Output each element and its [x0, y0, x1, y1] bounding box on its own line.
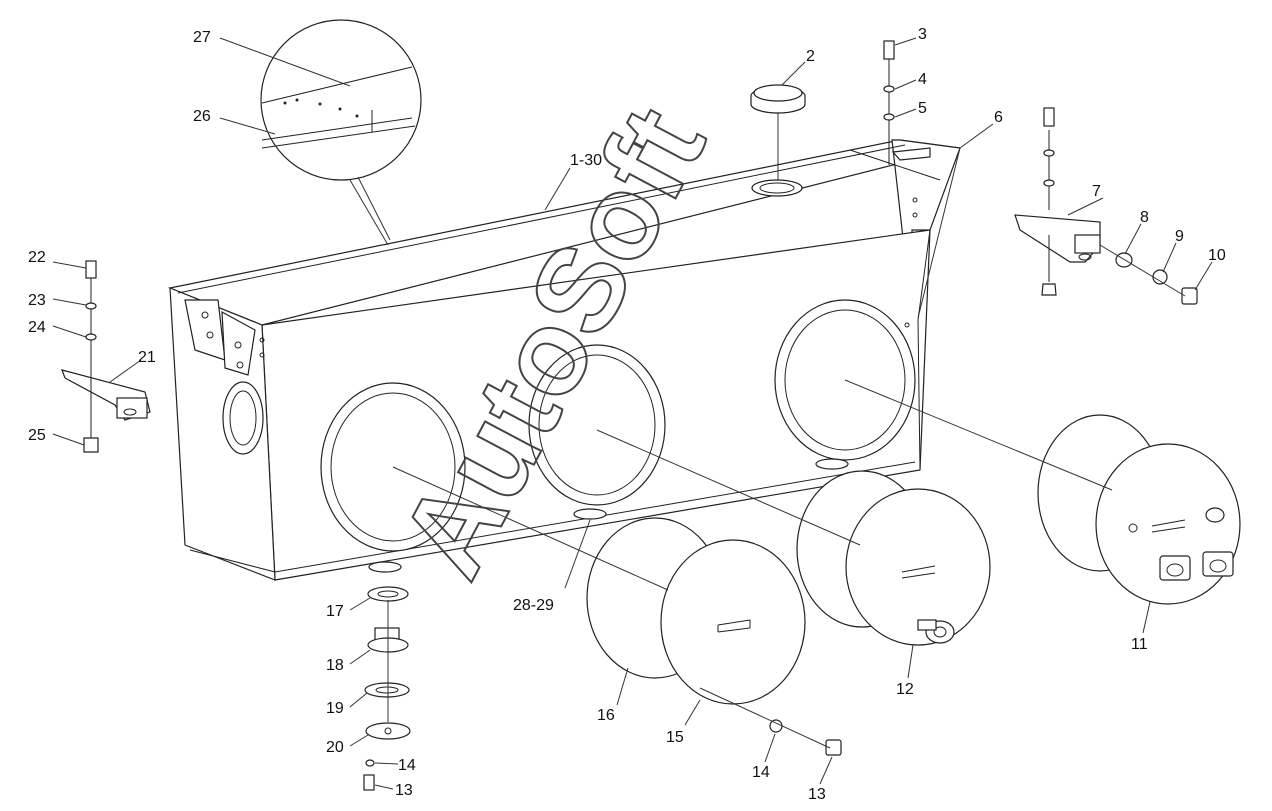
- leader-lines: [52, 37, 1213, 790]
- callout-4: 4: [918, 71, 927, 88]
- cover-left-assembly: [586, 517, 806, 705]
- callout-19: 19: [326, 700, 344, 717]
- callout-25: 25: [28, 427, 46, 444]
- callouts: 27 26 1-30 2 3 4 5 6 7 8 9 10 11 12 13 1…: [28, 26, 1226, 803]
- callout-8: 8: [1140, 209, 1149, 226]
- cover-center-assembly: [796, 470, 991, 646]
- callout-14a: 14: [398, 757, 416, 774]
- callout-15: 15: [666, 729, 684, 746]
- callout-12: 12: [896, 681, 914, 698]
- bracket-7: [1014, 107, 1198, 305]
- drain-plug-stack: [363, 586, 411, 791]
- cover-15: [660, 539, 806, 705]
- callout-26: 26: [193, 108, 211, 125]
- callout-20: 20: [326, 739, 344, 756]
- callout-23: 23: [28, 292, 46, 309]
- bracket-21: [61, 260, 151, 453]
- callout-16: 16: [597, 707, 615, 724]
- bolt-13-14: [769, 719, 842, 756]
- callout-3: 3: [918, 26, 927, 43]
- drain-boss-center: [573, 508, 607, 520]
- detail-magnifier: [260, 19, 422, 246]
- callout-13b: 13: [808, 786, 826, 803]
- callout-10: 10: [1208, 247, 1226, 264]
- cover-right-assembly: [1037, 414, 1241, 605]
- callout-1-30: 1-30: [570, 152, 602, 169]
- callout-6: 6: [994, 109, 1003, 126]
- callout-21: 21: [138, 349, 156, 366]
- drain-boss-right: [815, 458, 849, 470]
- drain-boss-left: [368, 561, 402, 573]
- callout-27: 27: [193, 29, 211, 46]
- filler-neck: [751, 179, 803, 197]
- callout-13a: 13: [395, 782, 413, 799]
- callout-24: 24: [28, 319, 46, 336]
- callout-7: 7: [1092, 183, 1101, 200]
- callout-28-29: 28-29: [513, 597, 554, 614]
- callout-18: 18: [326, 657, 344, 674]
- opening-center: [528, 344, 666, 506]
- cover-12: [845, 488, 991, 646]
- callout-2: 2: [806, 48, 815, 65]
- callout-5: 5: [918, 100, 927, 117]
- callout-22: 22: [28, 249, 46, 266]
- callout-17: 17: [326, 603, 344, 620]
- callout-9: 9: [1175, 228, 1184, 245]
- callout-11: 11: [1131, 636, 1148, 653]
- callout-14b: 14: [752, 764, 770, 781]
- filler-cap: [750, 84, 806, 114]
- bolt-stack-top: [883, 40, 895, 165]
